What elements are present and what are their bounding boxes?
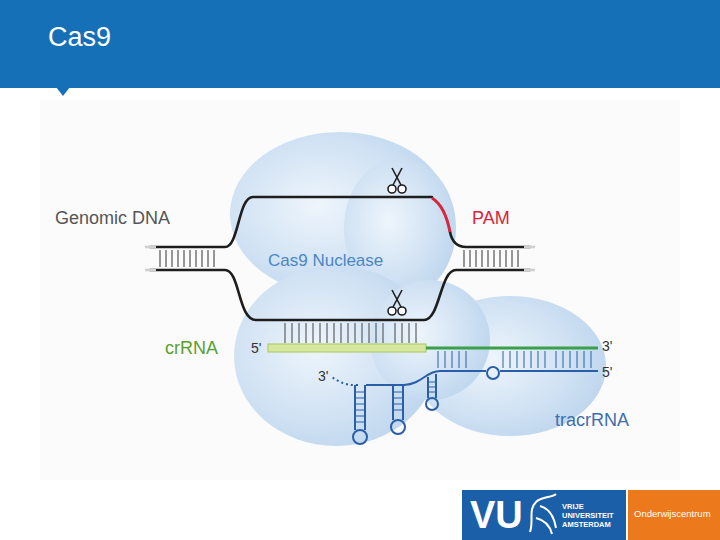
base-pair — [470, 250, 471, 267]
base-pair — [488, 250, 489, 267]
base-pair — [512, 250, 513, 267]
end-label: 5' — [602, 364, 612, 380]
protein-name: Cas9 Nuclease — [268, 251, 428, 271]
pam-label: PAM — [472, 208, 510, 229]
base-pair — [494, 250, 495, 267]
base-pair — [172, 250, 173, 267]
base-pair — [518, 250, 519, 267]
university-name: VRIJE UNIVERSITEIT AMSTERDAM — [562, 502, 620, 529]
nuclease-lobes — [230, 132, 606, 446]
dna-label: Genomic DNA — [55, 208, 170, 229]
base-pair — [208, 250, 209, 267]
base-pair — [178, 250, 179, 267]
base-pair — [214, 250, 215, 267]
dna-end — [524, 269, 535, 272]
end-label: 5' — [251, 340, 261, 356]
base-pair — [190, 250, 191, 267]
header-notch — [56, 87, 70, 96]
nuclease-blob: Cas9 Nuclease — [225, 130, 610, 455]
figure-area — [40, 100, 680, 480]
base-pair — [160, 250, 161, 267]
end-label: 3' — [318, 368, 328, 384]
base-pair — [166, 250, 167, 267]
base-pair — [506, 250, 507, 267]
base-pair — [482, 250, 483, 267]
tracrrna-label: tracrRNA — [555, 410, 629, 431]
base-pair — [184, 250, 185, 267]
nuclease-lobe — [370, 280, 490, 400]
slide-title: Cas9 — [48, 22, 111, 53]
header-band — [0, 0, 720, 88]
base-pair — [464, 250, 465, 267]
base-pair — [476, 250, 477, 267]
dna-end — [145, 269, 156, 272]
base-pair — [202, 250, 203, 267]
logo-mark: VU — [470, 494, 540, 536]
end-label: 3' — [602, 338, 612, 354]
dna-end — [145, 246, 156, 249]
dna-end — [524, 246, 535, 249]
dna-top-strand — [450, 232, 530, 247]
crrna-label: crRNA — [165, 338, 218, 359]
department-name: Onderwijscentrum — [634, 508, 718, 519]
university-logo: VU VRIJE UNIVERSITEIT AMSTERDAM — [462, 490, 626, 540]
department-box: Onderwijscentrum — [628, 490, 720, 540]
base-pair — [500, 250, 501, 267]
base-pair — [196, 250, 197, 267]
nuclease-outline — [225, 130, 610, 455]
